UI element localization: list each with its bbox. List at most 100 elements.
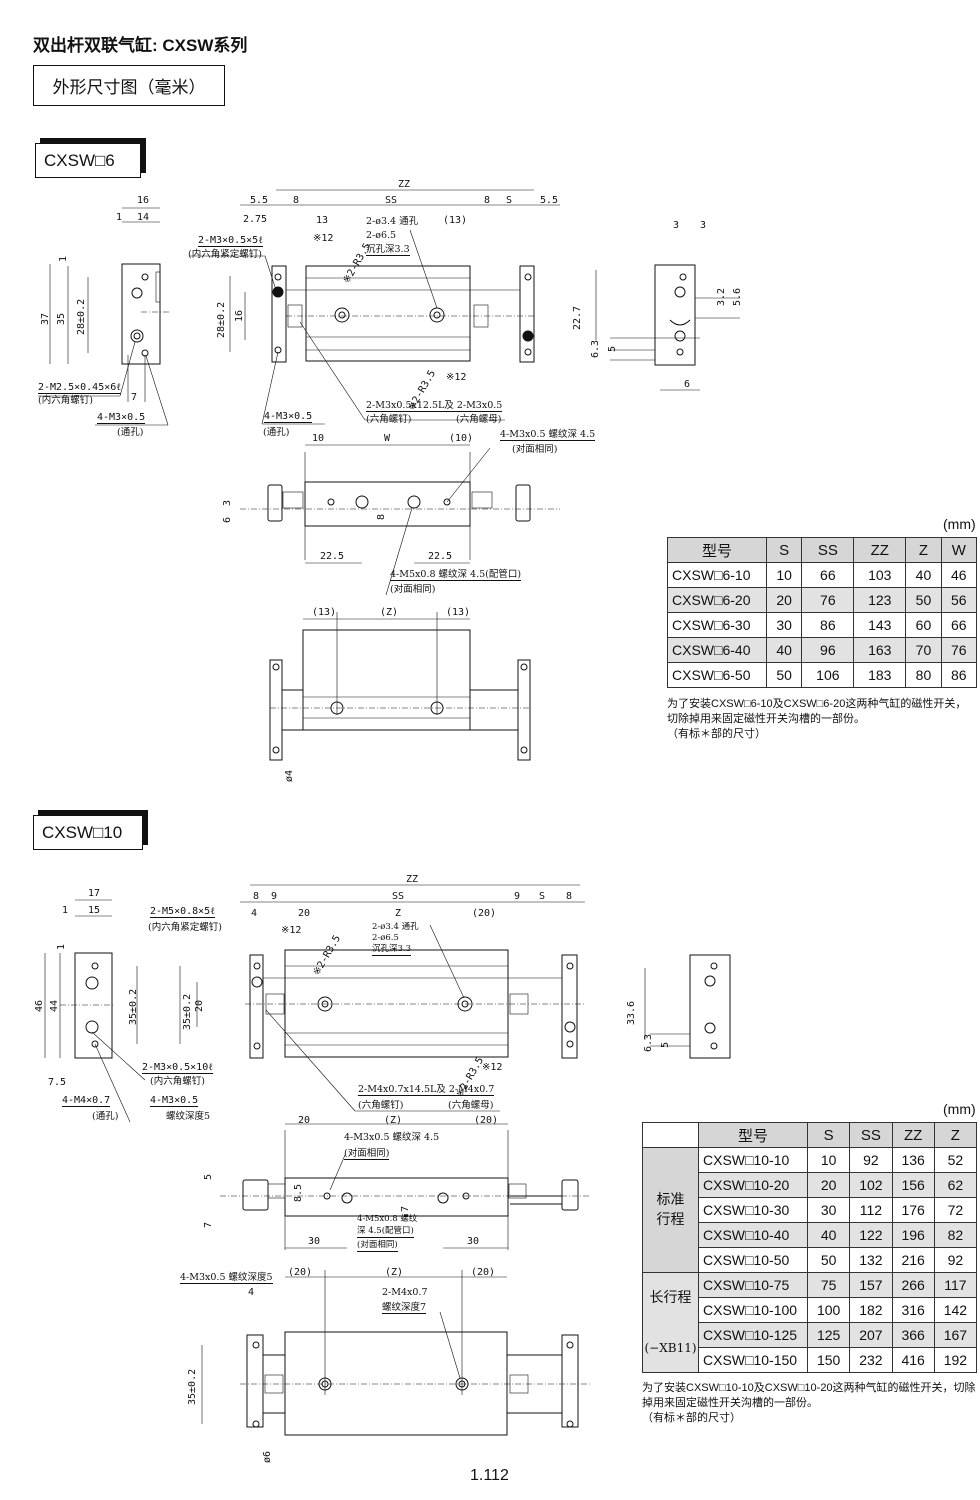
callout-label: 2-M3×0.5×5ℓ — [198, 235, 263, 247]
cell: 72 — [933, 1197, 978, 1223]
dim-label: (Z) — [380, 607, 399, 618]
cell: 316 — [891, 1297, 935, 1323]
dim-label: 3 — [700, 220, 707, 231]
dim-label: ※12 — [446, 372, 467, 383]
column-header: W — [940, 537, 978, 563]
callout-label: 4-M3x0.5 螺纹深 4.5 — [344, 1132, 440, 1143]
dim-label: 5 — [607, 345, 618, 352]
dim-label: (13) — [312, 607, 337, 618]
dim-label: 16 — [137, 195, 150, 206]
cell: CXSW□10-30 — [698, 1197, 808, 1223]
cell: CXSW□6-50 — [667, 662, 767, 688]
dim-label: 7.5 — [48, 1077, 67, 1088]
cell: 52 — [933, 1147, 978, 1173]
section-heading: 外形尺寸图（毫米） — [33, 65, 225, 106]
dim-label: 4 — [248, 1287, 255, 1298]
dim-label: 14 — [137, 212, 150, 223]
dim-label: 35±0.2 — [187, 1368, 198, 1405]
cell: 103 — [853, 562, 907, 588]
column-header: SS — [801, 537, 855, 563]
cell: 92 — [849, 1147, 893, 1173]
dim-label: ø6 — [262, 1450, 273, 1463]
table-unit: (mm) — [943, 516, 976, 532]
cell: CXSW□10-150 — [698, 1347, 808, 1373]
cell: 122 — [849, 1222, 893, 1248]
cell: CXSW□6-20 — [667, 587, 767, 613]
dim-label: 20 — [298, 908, 311, 919]
dim-label: 35±0.2 — [182, 993, 193, 1030]
dim-label: Z — [395, 908, 402, 919]
callout-label: 螺纹深度7 — [382, 1302, 427, 1314]
cell: CXSW□10-50 — [698, 1247, 808, 1273]
dim-label: 9 — [271, 891, 278, 902]
dim-label: 5 — [203, 1173, 214, 1180]
cell: CXSW□10-100 — [698, 1297, 808, 1323]
cell: 112 — [849, 1197, 893, 1223]
callout-label: 4-M3x0.5 螺纹深 4.5 — [500, 429, 596, 441]
cell: 86 — [940, 662, 978, 688]
group-label: 长行程 — [649, 1289, 692, 1306]
callout-label: 2-M4x0.7 — [382, 1287, 428, 1298]
dim-label: 7 — [400, 1205, 411, 1212]
cxsw6-side-view — [38, 207, 170, 426]
callout-label: (六角螺钉) — [358, 1100, 404, 1111]
cell: 40 — [806, 1222, 851, 1248]
cell: 60 — [905, 612, 942, 638]
cell: 136 — [891, 1147, 935, 1173]
callout-label: 2-ø3.4 通孔 — [366, 216, 419, 227]
callout-label: 4-M3×0.5 — [150, 1095, 199, 1107]
dim-label: (13) — [443, 215, 468, 226]
dim-label: 4 — [251, 908, 258, 919]
cell: 132 — [849, 1247, 893, 1273]
dim-label: SS — [385, 195, 398, 206]
cell: 176 — [891, 1197, 935, 1223]
dim-label: 3 — [222, 499, 233, 506]
dim-label: ZZ — [406, 874, 419, 885]
dim-label: 22.7 — [572, 305, 583, 330]
dim-label: ※12 — [313, 233, 334, 244]
group-standard-stroke: 标准行程 — [642, 1147, 699, 1273]
dim-label: 28±0.2 — [76, 298, 87, 335]
dim-label: 1 — [56, 943, 67, 950]
cell: 196 — [891, 1222, 935, 1248]
dim-label: 20 — [298, 1115, 311, 1126]
callout-label: (六角螺钉) — [366, 414, 412, 425]
dim-label: (10) — [449, 433, 474, 444]
group-label: 标准行程 — [656, 1192, 685, 1228]
callout-label: 2-ø3.4 通孔 — [372, 922, 419, 932]
note-text: 为了安装CXSW□10-10及CXSW□10-20这两种气缸的磁性开关，切除掉用… — [642, 1382, 976, 1409]
dim-label: 44 — [49, 999, 60, 1012]
dim-label: 5.5 — [540, 195, 559, 206]
note-text: （有标＊部的尺寸） — [667, 728, 766, 740]
cell: 96 — [801, 637, 855, 663]
cell: 56 — [940, 587, 978, 613]
callout-label: 2-M2.5×0.45×6ℓ — [38, 382, 122, 394]
dim-label: 8 — [484, 195, 491, 206]
callout-label: 4-M4×0.7 — [62, 1095, 111, 1107]
cell: 167 — [933, 1322, 978, 1348]
cell: 66 — [801, 562, 855, 588]
page-number: 1.112 — [470, 1467, 509, 1484]
cell: CXSW□6-30 — [667, 612, 767, 638]
cell: 156 — [891, 1172, 935, 1198]
table-note: 为了安装CXSW□10-10及CXSW□10-20这两种气缸的磁性开关，切除掉用… — [642, 1381, 977, 1426]
dim-label: (Z) — [385, 1267, 404, 1278]
dim-label: ZZ — [398, 179, 411, 190]
cell: 70 — [905, 637, 942, 663]
cell: 182 — [849, 1297, 893, 1323]
callout-label: 2-M3x0.5x12.5L及 2-M3x0.5 — [366, 400, 503, 412]
dim-label: 6 — [684, 379, 691, 390]
dim-label: (13) — [446, 607, 471, 618]
callout-label: (通孔) — [117, 427, 144, 438]
cell: 125 — [806, 1322, 851, 1348]
dim-label: 30 — [467, 1236, 480, 1247]
dim-label: ※12 — [281, 925, 302, 936]
dim-label: S — [539, 891, 546, 902]
dim-label: 30 — [308, 1236, 321, 1247]
